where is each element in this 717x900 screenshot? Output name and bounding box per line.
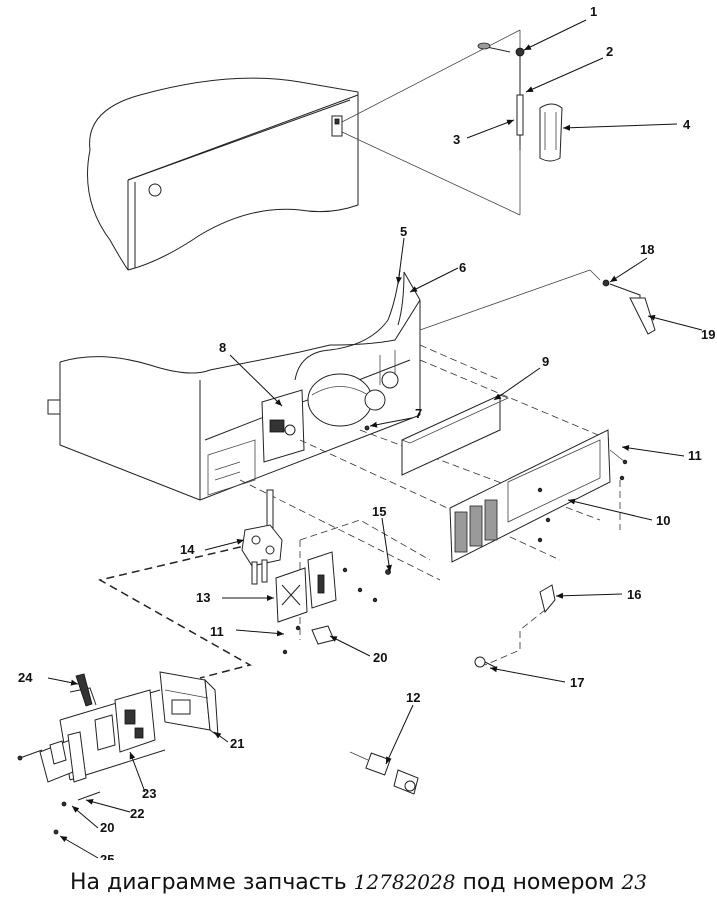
callout-8: 8 (219, 340, 226, 355)
bracket-13 (275, 551, 391, 655)
callout-3: 3 (453, 132, 460, 147)
callout-10: 10 (656, 513, 670, 528)
callout-4: 4 (683, 117, 691, 132)
callout-14: 14 (180, 542, 195, 557)
callout-16: 16 (627, 587, 641, 602)
callout-20-middle: 20 (373, 650, 387, 665)
callout-1: 1 (590, 4, 597, 19)
callout-24: 24 (18, 670, 33, 685)
callout-18: 18 (640, 242, 654, 257)
callout-9: 9 (542, 354, 549, 369)
front-grille (449, 429, 628, 563)
callout-15: 15 (372, 504, 386, 519)
callout-20-bottom: 20 (100, 820, 114, 835)
callout-11-right: 11 (688, 448, 702, 463)
callout-2: 2 (606, 44, 613, 59)
callout-numbers: 1 2 3 4 5 6 8 7 9 11 10 18 19 15 14 13 1… (18, 4, 715, 860)
part-4-cover (539, 103, 563, 162)
callout-5: 5 (400, 224, 407, 239)
panel-9 (401, 394, 510, 476)
caption: На диаграмме запчасть 12782028 под номер… (0, 866, 717, 898)
callout-7: 7 (415, 406, 422, 421)
upper-cabinet (87, 29, 521, 271)
part-1-3-assembly (477, 42, 525, 150)
callout-17: 17 (570, 675, 584, 690)
leader-lines (47, 19, 703, 859)
callout-21: 21 (230, 736, 244, 751)
callout-12: 12 (406, 690, 420, 705)
part-16-17 (474, 584, 556, 669)
lower-cabinet (47, 299, 421, 501)
callout-11-left: 11 (210, 624, 224, 639)
caption-part-number: 12782028 (353, 870, 456, 894)
callout-23: 23 (142, 786, 156, 801)
relay-assembly (241, 489, 283, 585)
control-housing (17, 671, 219, 835)
callout-19: 19 (701, 327, 715, 342)
fitting-12 (349, 751, 419, 795)
callout-6: 6 (459, 260, 466, 275)
caption-callout-number: 23 (621, 870, 647, 894)
caption-middle: под номером (462, 870, 615, 895)
callout-25: 25 (100, 852, 114, 860)
callout-13: 13 (196, 590, 210, 605)
exploded-parts-diagram: 1 2 3 4 5 6 8 7 9 11 10 18 19 15 14 13 1… (17, 4, 715, 860)
part-18-19 (602, 279, 656, 335)
callout-22: 22 (130, 806, 144, 821)
tubing (294, 269, 421, 381)
caption-prefix: На диаграмме запчасть (70, 870, 347, 895)
part-7 (364, 425, 370, 431)
